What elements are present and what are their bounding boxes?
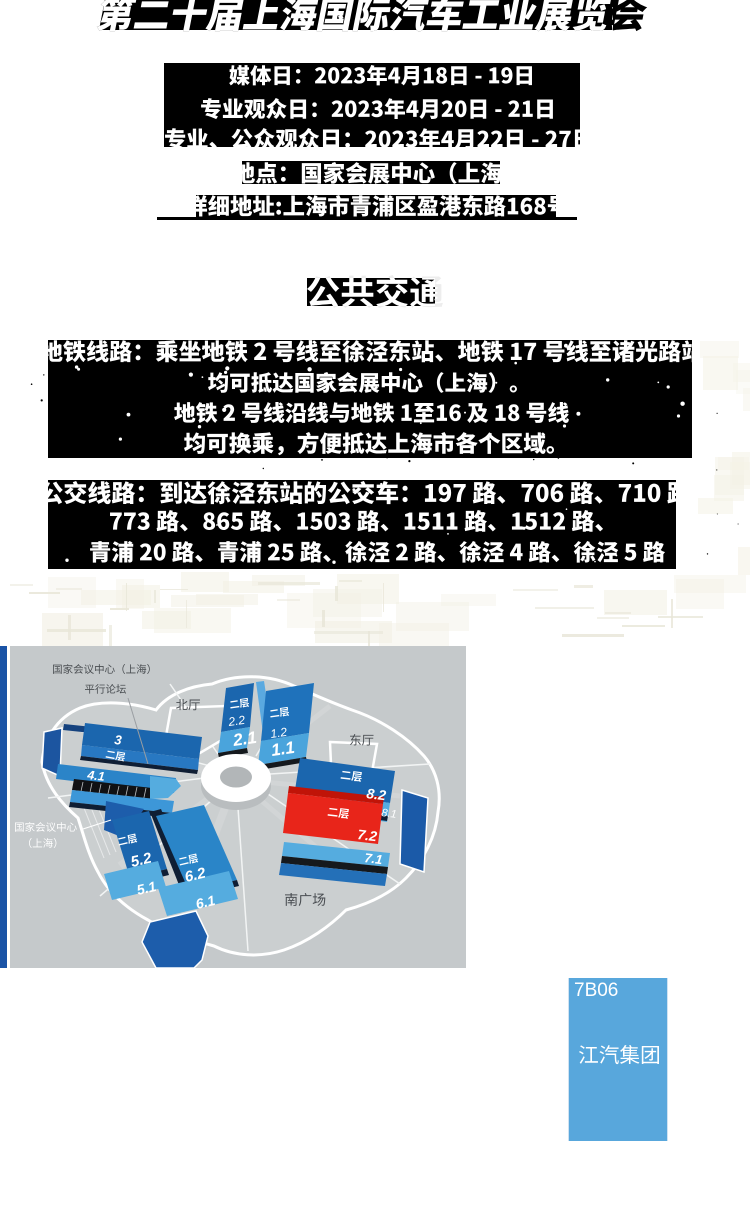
svg-text:6.2: 6.2	[183, 864, 208, 885]
svg-text:5.2: 5.2	[129, 849, 154, 870]
svg-text:3: 3	[114, 732, 124, 748]
svg-text:1.2: 1.2	[269, 725, 288, 741]
svg-text:8.2: 8.2	[366, 785, 387, 803]
svg-text:1.1: 1.1	[270, 738, 296, 760]
svg-text:2.1: 2.1	[231, 728, 258, 750]
svg-text:7.2: 7.2	[357, 826, 378, 844]
svg-text:7.1: 7.1	[364, 850, 384, 867]
svg-text:2.2: 2.2	[226, 713, 246, 729]
svg-text:5.1: 5.1	[135, 878, 158, 898]
svg-text:4.1: 4.1	[86, 768, 106, 784]
svg-text:6.1: 6.1	[194, 892, 217, 912]
svg-text:8.1: 8.1	[381, 807, 398, 821]
